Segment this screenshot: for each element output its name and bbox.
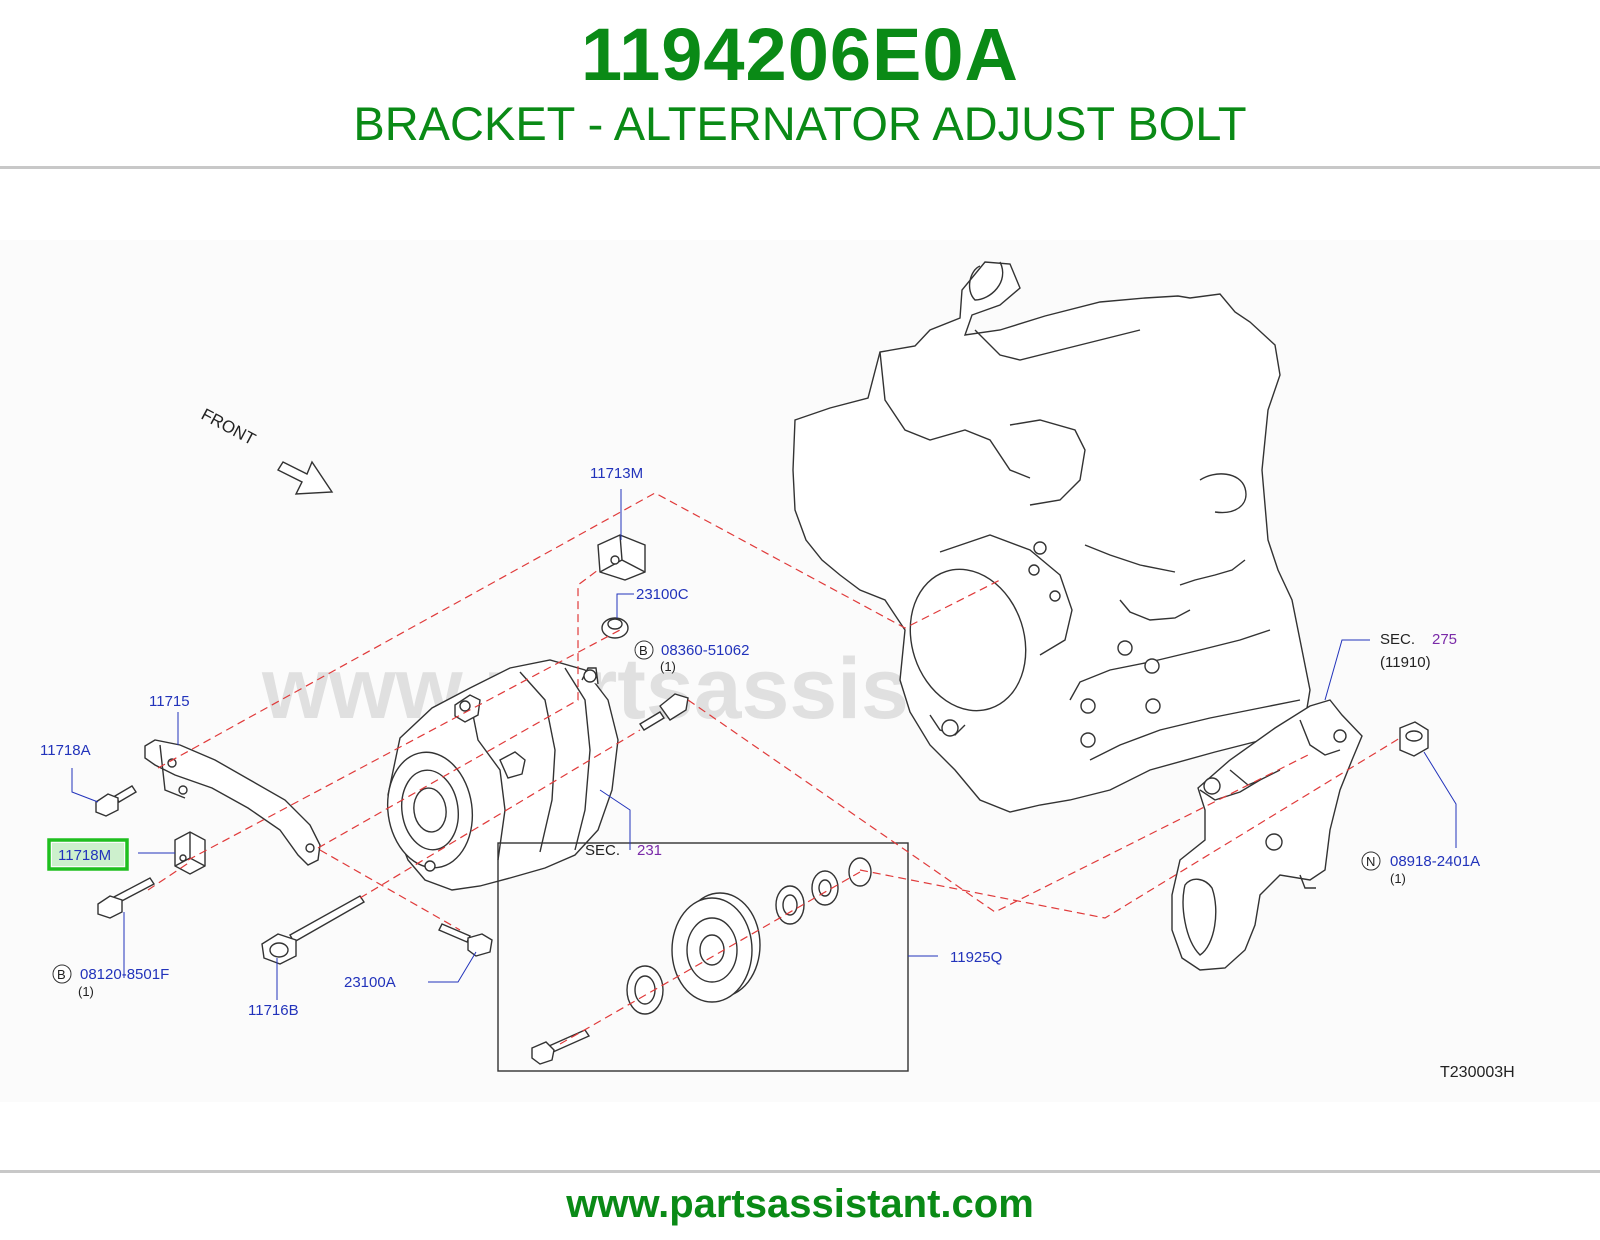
- bolt-08360-51062-illustration: [639, 693, 689, 731]
- front-direction-label: FRONT: [198, 405, 259, 449]
- leader-lines: [71, 489, 1457, 1000]
- label-11718M[interactable]: 11718M: [58, 847, 111, 864]
- label-11716B[interactable]: 11716B: [248, 1002, 299, 1019]
- adjust-block-11718M-illustration: [174, 831, 206, 875]
- label-11715[interactable]: 11715: [149, 693, 190, 710]
- engine-block-illustration: [792, 261, 1311, 813]
- quantity-label: (1): [660, 659, 676, 674]
- footer-website-link[interactable]: www.partsassistant.com: [566, 1182, 1034, 1226]
- front-direction-arrow: [276, 460, 334, 495]
- header-divider: [0, 166, 1600, 169]
- label-08918-2401A[interactable]: 08918-2401A: [1390, 853, 1480, 870]
- badge-letter: N: [1366, 854, 1375, 869]
- assembly-dashed-lines: [147, 492, 1401, 1045]
- alternator-mount-bracket-illustration: [1171, 699, 1363, 971]
- label-08360-51062[interactable]: 08360-51062: [661, 642, 749, 659]
- section-subref: (11910): [1380, 654, 1431, 671]
- highlight-fill-11718M: [52, 843, 124, 866]
- section-prefix: SEC.: [585, 842, 620, 859]
- label-11925Q[interactable]: 11925Q: [950, 949, 1002, 966]
- bolt-08120-8501F-illustration: [97, 877, 156, 919]
- section-link-231[interactable]: 231: [637, 842, 662, 859]
- quantity-label: (1): [1390, 871, 1406, 886]
- badge-letter: B: [57, 967, 66, 982]
- part-description: BRACKET - ALTERNATOR ADJUST BOLT: [353, 97, 1247, 150]
- hex-nut-08918-illustration: [1399, 721, 1429, 757]
- label-23100C[interactable]: 23100C: [636, 586, 689, 603]
- footer-divider: [0, 1170, 1600, 1173]
- figure-code: T230003H: [1440, 1064, 1515, 1081]
- highlight-box-11718M: [47, 838, 129, 871]
- idler-pulley-kit-illustration: [497, 842, 909, 1072]
- badge-letter: B: [639, 643, 648, 658]
- nut-type-badge-n: [1361, 851, 1381, 871]
- bolt-type-badge-b: [634, 640, 654, 660]
- bolt-11716B-illustration: [261, 895, 365, 965]
- adjust-block-11713M-illustration: [597, 534, 646, 581]
- label-23100A[interactable]: 23100A: [344, 974, 396, 991]
- adjust-bracket-11715-illustration: [144, 739, 321, 866]
- part-number-title: 1194206E0A: [581, 13, 1019, 96]
- label-11718A[interactable]: 11718A: [40, 742, 91, 759]
- section-prefix: SEC.: [1380, 631, 1415, 648]
- bolt-23100A-illustration: [438, 923, 493, 957]
- quantity-label: (1): [78, 984, 94, 999]
- label-08120-8501F[interactable]: 08120-8501F: [80, 966, 169, 983]
- bolt-11718A-illustration: [95, 785, 137, 817]
- bolt-type-badge-b: [52, 964, 72, 984]
- collar-23100C-illustration: [601, 617, 629, 639]
- label-11713M[interactable]: 11713M: [590, 465, 643, 482]
- section-link-275[interactable]: 275: [1432, 631, 1457, 648]
